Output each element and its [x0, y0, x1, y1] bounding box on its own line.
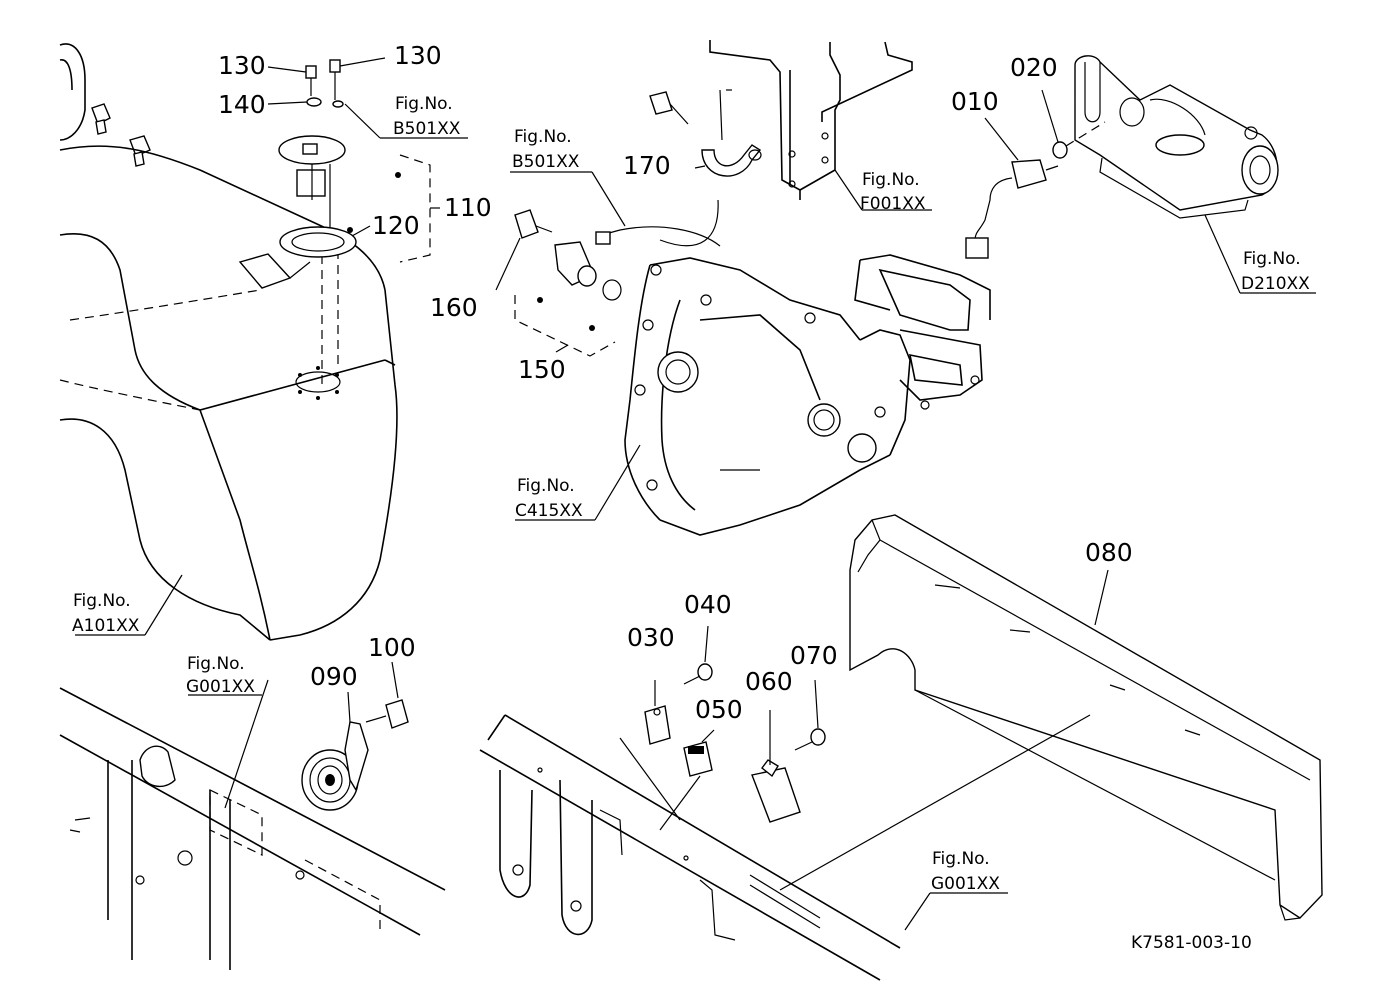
part-label-040: 040 — [684, 590, 732, 619]
fig-ref-a101-code: A101XX — [72, 616, 140, 636]
fig-ref-b501-top-title: Fig.No. — [395, 94, 453, 114]
drawing-code: K7581-003-10 — [1131, 933, 1252, 953]
relay-cover-assembly — [479, 514, 1323, 981]
fig-ref-d210-title: Fig.No. — [1243, 249, 1301, 269]
fig-ref-g001-left-title: Fig.No. — [187, 654, 245, 674]
part-label-170: 170 — [623, 151, 671, 180]
part-label-100: 100 — [368, 633, 416, 662]
part-label-010: 010 — [951, 87, 999, 116]
bracket-frame — [709, 40, 932, 211]
housing-assembly — [965, 55, 1316, 294]
horn-assembly — [59, 661, 446, 970]
speed-sensor-assembly — [495, 171, 721, 357]
fig-ref-g001-left-code: G001XX — [186, 677, 255, 697]
part-label-060: 060 — [745, 667, 793, 696]
part-label-070: 070 — [790, 641, 838, 670]
part-label-120: 120 — [372, 211, 420, 240]
part-label-150: 150 — [518, 355, 566, 384]
part-label-030: 030 — [627, 623, 675, 652]
part-label-140: 140 — [218, 90, 266, 119]
fig-ref-c415-code: C415XX — [515, 501, 583, 521]
fig-ref-g001-right-code: G001XX — [931, 874, 1000, 894]
fig-ref-f001-title: Fig.No. — [862, 170, 920, 190]
part-label-130-left: 130 — [218, 51, 266, 80]
part-label-130-right: 130 — [394, 41, 442, 70]
fig-ref-b501-mid-title: Fig.No. — [514, 127, 572, 147]
fig-ref-c415-title: Fig.No. — [517, 476, 575, 496]
fig-ref-b501-mid-code: B501XX — [512, 152, 580, 172]
fig-ref-g001-right-title: Fig.No. — [932, 849, 990, 869]
clamp-assembly — [649, 89, 762, 247]
fig-ref-d210-code: D210XX — [1241, 274, 1310, 294]
part-label-090: 090 — [310, 662, 358, 691]
part-label-080: 080 — [1085, 538, 1133, 567]
fuel-tank-assembly — [59, 43, 468, 641]
fig-ref-f001-code: F001XX — [860, 194, 926, 214]
c415-leader — [594, 444, 641, 521]
part-label-050: 050 — [695, 695, 743, 724]
fig-ref-a101-title: Fig.No. — [73, 591, 131, 611]
part-label-110: 110 — [444, 193, 492, 222]
part-label-020: 020 — [1010, 53, 1058, 82]
transmission-case — [624, 254, 991, 536]
a101-leader — [144, 574, 183, 636]
fig-ref-b501-top-code: B501XX — [393, 119, 461, 139]
part-label-160: 160 — [430, 293, 478, 322]
